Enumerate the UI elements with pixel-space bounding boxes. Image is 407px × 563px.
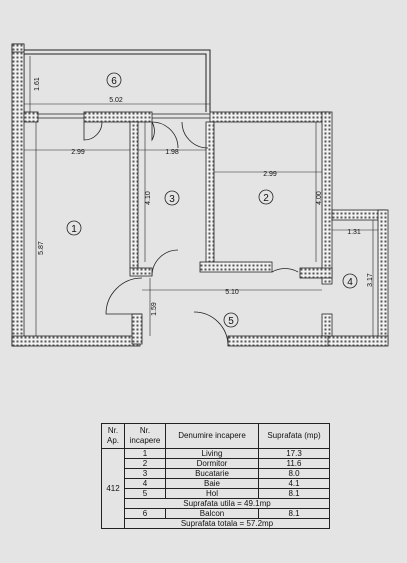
room-nr: 6: [124, 508, 166, 519]
room-marker-4: 4: [342, 273, 358, 289]
room-area: 17.3: [258, 448, 330, 459]
dim-bath-length: 3.17: [367, 273, 374, 287]
grand-total: Suprafata totala = 57.2mp: [124, 518, 330, 529]
door-swings: [83, 121, 299, 347]
useful-total-row: Suprafata utila = 49.1mp: [102, 498, 330, 509]
table-row: 3 Bucatarie 8.0: [102, 468, 330, 479]
svg-text:3: 3: [169, 194, 175, 205]
grand-total-row: Suprafata totala = 57.2mp: [102, 518, 330, 529]
dim-balcony-depth: 1.61: [34, 77, 41, 91]
header-room-name: Denumire incapere: [165, 423, 259, 449]
dim-living-length: 5.87: [38, 241, 45, 255]
room-name: Bucatarie: [165, 468, 259, 479]
room-marker-2: 2: [258, 189, 274, 205]
room-area: 8.0: [258, 468, 330, 479]
room-area: 4.1: [258, 478, 330, 489]
room-nr: 4: [124, 478, 166, 489]
windows: [38, 113, 210, 119]
room-marker-5: 5: [223, 312, 239, 328]
svg-text:4: 4: [347, 277, 353, 288]
room-nr: 5: [124, 488, 166, 499]
dim-kitchen-width: 1.98: [165, 149, 179, 156]
room-nr: 3: [124, 468, 166, 479]
svg-text:2: 2: [263, 193, 269, 204]
room-name: Hol: [165, 488, 259, 499]
room-nr: 2: [124, 458, 166, 469]
header-apartment-nr: Nr. Ap.: [101, 423, 125, 449]
room-marker-1: 1: [66, 220, 82, 236]
room-area: 11.6: [258, 458, 330, 469]
dim-kitchen-length: 4.10: [145, 191, 152, 205]
area-table: Nr. Ap. Nr. incapere Denumire incapere S…: [101, 423, 330, 529]
table-row: 5 Hol 8.1: [102, 488, 330, 499]
table-row: 6 Balcon 8.1: [102, 508, 330, 519]
room-name: Balcon: [165, 508, 259, 519]
dim-balcony-width: 5.02: [109, 97, 123, 104]
walls: [11, 43, 389, 347]
room-name: Dormitor: [165, 458, 259, 469]
dim-living-width: 2.99: [71, 149, 85, 156]
useful-total: Suprafata utila = 49.1mp: [124, 498, 330, 509]
room-area: 8.1: [258, 508, 330, 519]
svg-text:5: 5: [228, 316, 234, 327]
dim-hall-width: 5.10: [225, 289, 239, 296]
table-row: 2 Dormitor 11.6: [102, 458, 330, 469]
svg-text:6: 6: [111, 76, 117, 87]
room-nr: 1: [124, 448, 166, 459]
table-header-row: Nr. Ap. Nr. incapere Denumire incapere S…: [101, 423, 330, 449]
room-name: Living: [165, 448, 259, 459]
room-marker-6: 6: [106, 72, 122, 88]
header-room-nr: Nr. incapere: [124, 423, 166, 449]
header-area: Suprafata (mp): [258, 423, 330, 449]
dimension-lines: [24, 56, 378, 336]
dim-bedroom-width: 2.99: [263, 171, 277, 178]
table-row: 412 1 Living 17.3: [101, 448, 330, 529]
table-row: 4 Baie 4.1: [102, 478, 330, 489]
room-name: Baie: [165, 478, 259, 489]
apartment-number: 412: [101, 448, 125, 529]
dim-hall-depth: 1.59: [151, 302, 158, 316]
room-marker-3: 3: [164, 190, 180, 206]
dim-bedroom-length: 4.00: [316, 191, 323, 205]
dim-bath-width: 1.31: [347, 229, 361, 236]
svg-text:1: 1: [71, 224, 77, 235]
room-area: 8.1: [258, 488, 330, 499]
